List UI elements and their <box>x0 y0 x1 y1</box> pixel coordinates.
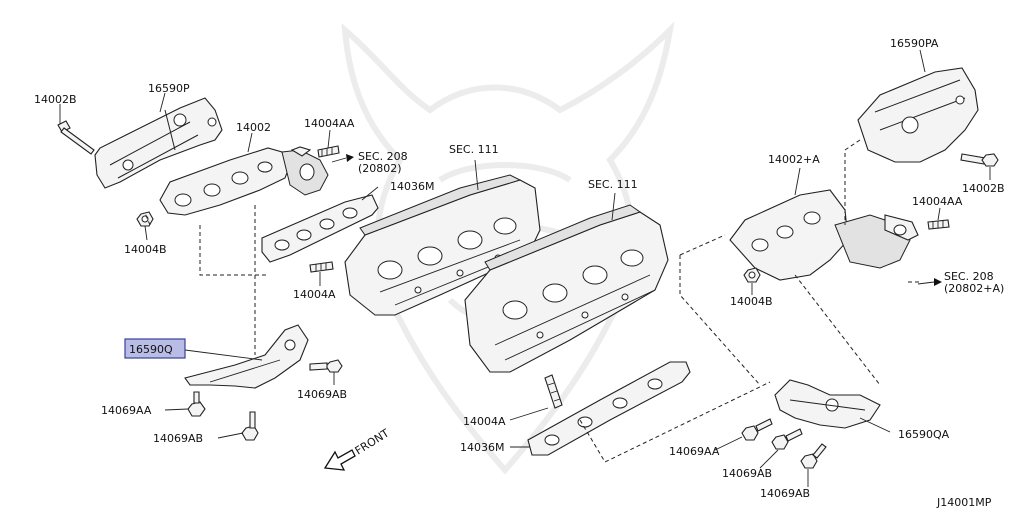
label-sec208-right-sub: (20802+A) <box>944 282 1004 295</box>
bolt-14069AA-right[interactable] <box>741 418 773 441</box>
nut-14004B-left[interactable] <box>136 211 154 227</box>
bolt-14069AB-mid[interactable] <box>309 359 343 373</box>
bolt-14002B-right[interactable] <box>960 153 999 167</box>
label-16590P[interactable]: 16590P <box>148 82 190 95</box>
label-14004A-bottom[interactable]: 14004A <box>463 415 506 428</box>
stud-14004AA-left[interactable] <box>317 145 340 158</box>
label-sec208-left-sub: (20802) <box>358 162 402 175</box>
heat-insulator-16590Q[interactable] <box>184 324 309 389</box>
assembly-lines <box>144 139 920 463</box>
label-14004B-right[interactable]: 14004B <box>730 295 773 308</box>
bolt-14002B-left[interactable] <box>57 120 95 155</box>
label-14002B-left[interactable]: 14002B <box>34 93 77 106</box>
label-14004AA-left[interactable]: 14004AA <box>304 117 355 130</box>
label-sec208-left[interactable]: SEC. 208 <box>358 150 408 163</box>
label-14069AB-right-1[interactable]: 14069AB <box>722 467 772 480</box>
bolt-14069AB-left[interactable] <box>241 411 259 441</box>
label-sec111-right[interactable]: SEC. 111 <box>588 178 638 191</box>
label-14069AA-right[interactable]: 14069AA <box>669 445 720 458</box>
label-16590PA[interactable]: 16590PA <box>890 37 939 50</box>
sec208-arrow-right <box>917 278 942 286</box>
sec208-arrow-left <box>331 154 354 163</box>
label-14036M-bottom[interactable]: 14036M <box>460 441 504 454</box>
label-16590QA[interactable]: 16590QA <box>898 428 950 441</box>
label-14036M-top[interactable]: 14036M <box>390 180 434 193</box>
label-14002B-right[interactable]: 14002B <box>962 182 1005 195</box>
label-14069AA-left[interactable]: 14069AA <box>101 404 152 417</box>
label-14002A[interactable]: 14002+A <box>768 153 820 166</box>
label-14002[interactable]: 14002 <box>236 121 271 134</box>
exhaust-manifold-14002[interactable] <box>159 146 329 216</box>
label-16590Q[interactable]: 16590Q <box>129 343 173 356</box>
stud-14004A-top[interactable] <box>309 261 334 273</box>
stud-14004AA-right[interactable] <box>927 219 950 230</box>
heat-insulator-16590QA[interactable] <box>774 379 881 429</box>
cylinder-head-right[interactable] <box>464 204 669 373</box>
label-sec111-left[interactable]: SEC. 111 <box>449 143 499 156</box>
bolt-14069AA-left[interactable] <box>187 391 206 417</box>
gasket-14036M-bottom[interactable] <box>527 361 691 456</box>
heat-insulator-16590P[interactable] <box>94 97 223 189</box>
diagram-code: J14001MP <box>936 496 992 509</box>
front-arrow <box>323 449 356 471</box>
label-sec208-right[interactable]: SEC. 208 <box>944 270 994 283</box>
front-label: FRONT <box>353 426 392 457</box>
label-14069AB-mid[interactable]: 14069AB <box>297 388 347 401</box>
bolt-14069AB-right-2[interactable] <box>800 443 827 469</box>
label-14069AB-left[interactable]: 14069AB <box>153 432 203 445</box>
heat-insulator-16590PA[interactable] <box>857 67 979 163</box>
label-14004A-top[interactable]: 14004A <box>293 288 336 301</box>
exhaust-manifold-14002A[interactable] <box>729 189 919 281</box>
label-14069AB-right-2[interactable]: 14069AB <box>760 487 810 500</box>
cylinder-head-left[interactable] <box>344 174 541 316</box>
gasket-14036M-top[interactable] <box>261 194 379 263</box>
leader-lines <box>59 49 991 487</box>
label-14004B-left[interactable]: 14004B <box>124 243 167 256</box>
nut-14004B-right[interactable] <box>743 267 761 283</box>
label-14004AA-right[interactable]: 14004AA <box>912 195 963 208</box>
bolt-14069AB-right-1[interactable] <box>771 428 803 450</box>
stud-14004A-bottom[interactable] <box>544 374 563 409</box>
highlight-box-16590Q[interactable] <box>124 338 186 359</box>
